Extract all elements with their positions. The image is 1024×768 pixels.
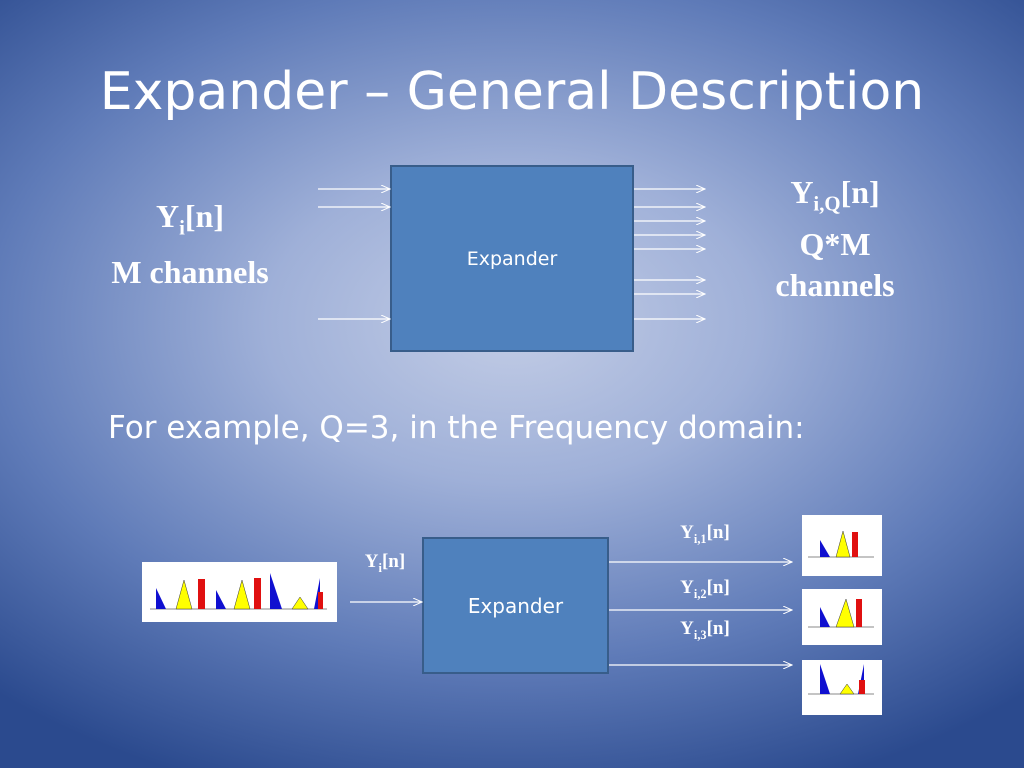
output-label-1: Yi,1[n]	[680, 522, 730, 546]
input-spectrum-image	[142, 562, 337, 622]
example-input-label: Yi[n]	[364, 551, 406, 575]
example-arrows	[350, 562, 792, 665]
output-spectrum-image-2	[802, 589, 882, 645]
output-arrows	[634, 189, 705, 319]
example-expander-label: Expander	[467, 593, 564, 618]
input-arrows	[318, 189, 390, 319]
output-channels-word: channels	[775, 267, 895, 304]
output-spectrum-image-3	[802, 660, 882, 715]
example-expander-block: Expander	[422, 537, 609, 674]
output-label-2: Yi,2[n]	[680, 577, 730, 601]
input-arg: [n]	[184, 198, 224, 234]
input-sub: i	[179, 216, 185, 240]
output-label: Yi,Q[n] Q*M channels	[745, 172, 925, 306]
output-label-3: Yi,3[n]	[680, 618, 730, 642]
output-channel-count: Q*M	[799, 226, 871, 263]
example-caption: For example, Q=3, in the Frequency domai…	[108, 410, 805, 446]
expander-block-label: Expander	[466, 247, 558, 270]
output-arg: [n]	[840, 174, 880, 210]
output-var: Y	[790, 174, 814, 210]
slide-title: Expander – General Description	[99, 62, 925, 122]
input-label: Yi[n] M channels	[80, 194, 300, 294]
output-spectrum-image-1	[802, 515, 882, 576]
input-channel-count: M channels	[111, 254, 269, 291]
input-var: Y	[156, 198, 180, 234]
expander-block: Expander	[390, 165, 634, 352]
output-sub: i,Q	[813, 192, 841, 216]
